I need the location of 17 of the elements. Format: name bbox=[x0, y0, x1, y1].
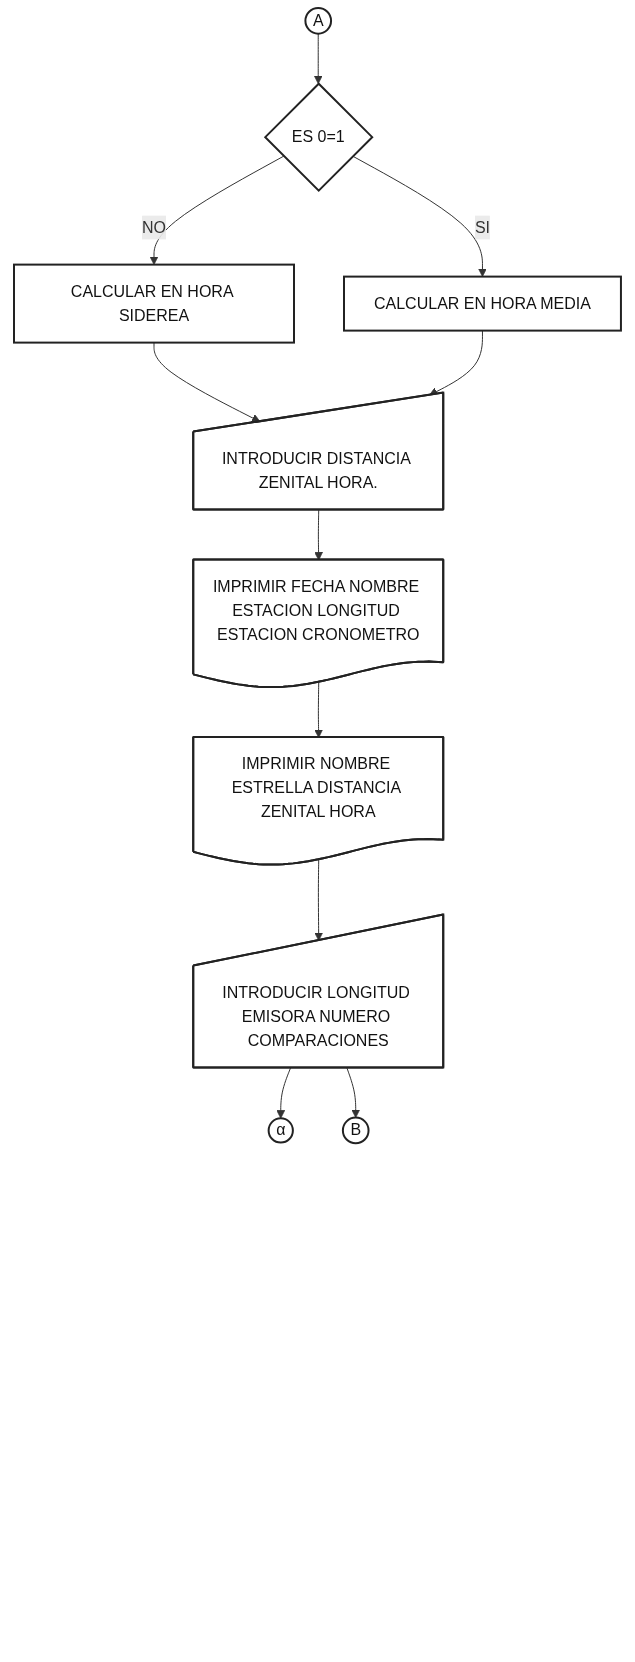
arrow bbox=[346, 1067, 361, 1118]
node-circle: α bbox=[267, 1117, 294, 1144]
arrow bbox=[352, 155, 487, 277]
arrow bbox=[429, 330, 483, 396]
arrow bbox=[313, 33, 323, 85]
node-box: CALCULAR EN HORA SIDEREA bbox=[13, 263, 296, 344]
edge-label: NO bbox=[142, 218, 167, 236]
node-box: CALCULAR EN HORA MEDIA bbox=[343, 275, 622, 332]
arrow bbox=[314, 859, 324, 941]
arrow bbox=[149, 155, 285, 265]
node-circle: A bbox=[304, 7, 333, 35]
arrow bbox=[276, 1067, 291, 1119]
node-circle: B bbox=[341, 1116, 370, 1145]
arrow bbox=[153, 342, 261, 423]
edge-label: SI bbox=[474, 218, 491, 236]
arrow bbox=[314, 681, 323, 738]
node-diamond: ES 0=1 bbox=[263, 82, 374, 193]
